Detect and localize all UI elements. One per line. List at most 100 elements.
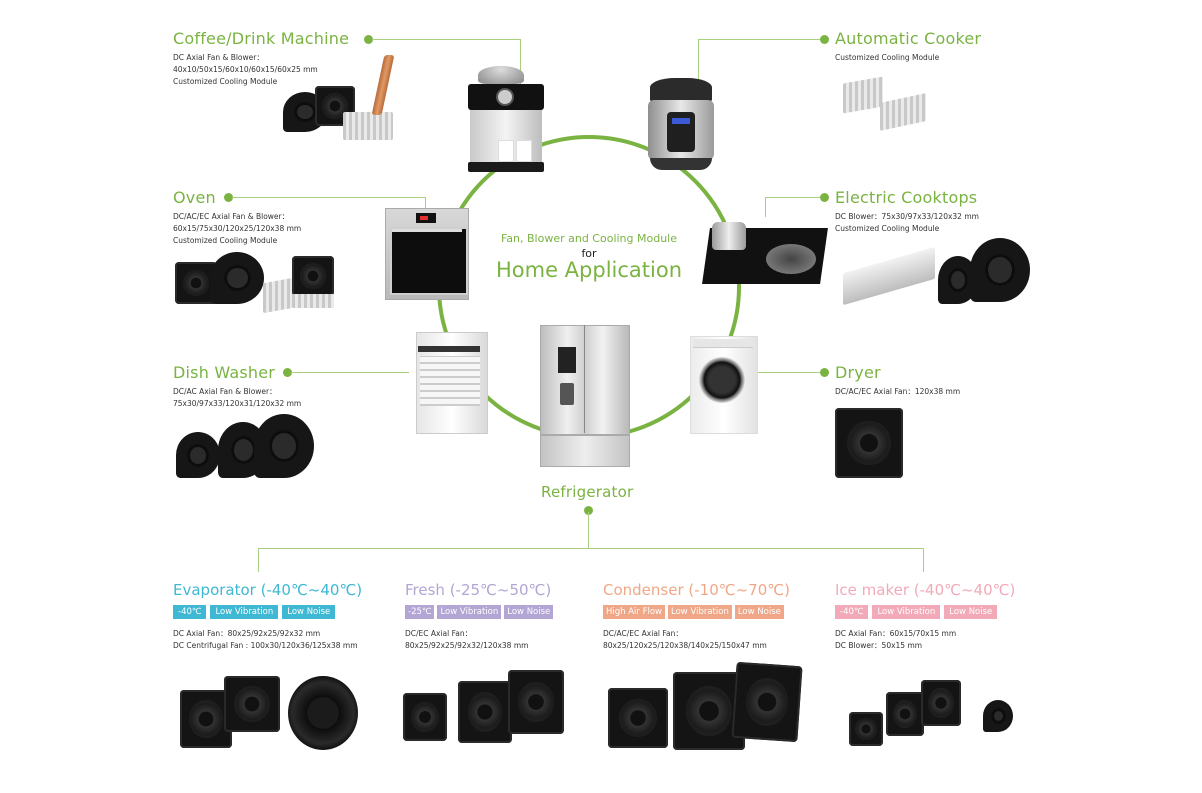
dishwasher-connector-dot <box>283 368 292 377</box>
condenser-fan-80-image <box>608 688 668 748</box>
ice-maker-spec-1: DC Axial Fan：60x15/70x15 mm <box>835 629 957 638</box>
fresh-spec-1: DC/EC Axial Fan： <box>405 629 473 638</box>
cooktops-spec-2: Customized Cooling Module <box>835 224 940 233</box>
evaporator-tag-temperature: -40℃ <box>173 605 207 619</box>
dryer-connector-dot <box>820 368 829 377</box>
ice-maker-blower-image <box>983 700 1013 732</box>
application-dishwasher: Dish Washer DC/AC Axial Fan & Blower： 75… <box>173 364 301 410</box>
fresh-fan-80-image <box>403 693 447 741</box>
evaporator-spec-1: DC Axial Fan：80x25/92x25/92x32 mm <box>173 629 321 638</box>
dryer-spec-1: DC/AC/EC Axial Fan：120x38 mm <box>835 387 961 396</box>
ice-maker-spec-2: DC Blower：50x15 mm <box>835 641 923 650</box>
refrigerator-connector-left-drop <box>258 548 259 572</box>
oven-spec-1: DC/AC/EC Axial Fan & Blower： <box>173 212 290 221</box>
fresh-title: Fresh (-25℃~50℃) <box>405 581 552 599</box>
application-coffee: Coffee/Drink Machine DC Axial Fan & Blow… <box>173 30 349 88</box>
automatic-cooker-image <box>640 78 722 170</box>
evaporator-fan-92-image <box>224 676 280 732</box>
center-title: Home Application <box>495 258 683 282</box>
coffee-spec-3: Customized Cooling Module <box>173 77 278 86</box>
cooktops-blower-large-image <box>970 238 1030 302</box>
oven-cooling-module-image <box>292 256 334 296</box>
cooker-connector-dot <box>820 35 829 44</box>
evaporator-tag-vibration: Low Vibration <box>210 605 279 619</box>
evaporator-fan-80-image <box>180 690 232 748</box>
oven-connector-line <box>232 197 425 198</box>
cooker-connector-line <box>698 39 820 40</box>
coffee-spec-1: DC Axial Fan & Blower： <box>173 53 264 62</box>
oven-title: Oven <box>173 188 216 207</box>
oven-connector-dot <box>224 193 233 202</box>
oven-spec-2: 60x15/75x30/120x25/120x38 mm <box>173 224 302 233</box>
cooker-title: Automatic Cooker <box>835 29 982 48</box>
cooktops-connector-dot <box>820 193 829 202</box>
part-condenser: Condenser (-10℃~70℃) High Air Flow Low V… <box>603 581 790 652</box>
dryer-fan-image <box>835 408 903 478</box>
condenser-fan-150-image <box>731 661 803 743</box>
coffee-connector-drop <box>520 39 521 87</box>
dryer-image <box>690 336 758 434</box>
cooker-spec-1: Customized Cooling Module <box>835 53 940 62</box>
application-dryer: Dryer DC/AC/EC Axial Fan：120x38 mm <box>835 364 960 398</box>
fresh-fan-92-image <box>458 681 512 743</box>
oven-image <box>385 208 469 300</box>
fresh-tag-noise: Low Noise <box>504 605 554 619</box>
oven-spec-3: Customized Cooling Module <box>173 236 278 245</box>
evaporator-title: Evaporator (-40℃~40℃) <box>173 581 363 599</box>
oven-blower-image <box>210 252 264 304</box>
part-fresh: Fresh (-25℃~50℃) -25℃ Low Vibration Low … <box>405 581 554 652</box>
dishwasher-spec-1: DC/AC Axial Fan & Blower： <box>173 387 277 396</box>
fresh-fan-120-image <box>508 670 564 734</box>
dryer-title: Dryer <box>835 363 881 382</box>
fresh-spec-2: 80x25/92x25/92x32/120x38 mm <box>405 641 529 650</box>
condenser-spec-1: DC/AC/EC Axial Fan： <box>603 629 683 638</box>
condenser-spec-2: 80x25/120x25/120x38/140x25/150x47 mm <box>603 641 767 650</box>
ice-maker-title: Ice maker (-40℃~40℃) <box>835 581 1016 599</box>
coffee-spec-2: 40x10/50x15/60x10/60x15/60x25 mm <box>173 65 318 74</box>
center-heading: Fan, Blower and Cooling Module for Home … <box>470 232 708 282</box>
fresh-tag-temperature: -25℃ <box>405 605 435 619</box>
coffee-connector-line <box>372 39 520 40</box>
application-cooktops: Electric Cooktops DC Blower：75x30/97x33/… <box>835 189 979 235</box>
ice-maker-fan-70-small-image <box>886 692 924 736</box>
cooker-connector-drop <box>698 39 699 87</box>
ice-maker-fan-60-image <box>849 712 883 746</box>
oven-connector-drop <box>425 197 426 209</box>
condenser-title: Condenser (-10℃~70℃) <box>603 581 790 599</box>
refrigerator-connector-stem <box>588 512 589 548</box>
part-evaporator: Evaporator (-40℃~40℃) -40℃ Low Vibration… <box>173 581 362 652</box>
refrigerator-title: Refrigerator <box>541 483 634 501</box>
dishwasher-blower-large-image <box>254 414 314 478</box>
refrigerator-image <box>540 325 638 467</box>
cooktops-title: Electric Cooktops <box>835 188 978 207</box>
oven-cooling-base-image <box>292 294 334 308</box>
evaporator-tag-noise: Low Noise <box>282 605 336 619</box>
refrigerator-connector-right-drop <box>923 548 924 572</box>
dishwasher-title: Dish Washer <box>173 363 276 382</box>
refrigerator-connector-bar <box>258 548 924 549</box>
center-subtitle: Fan, Blower and Cooling Module <box>500 232 678 245</box>
coffee-connector-dot <box>364 35 373 44</box>
ice-maker-fan-70-image <box>921 680 961 726</box>
evaporator-spec-2: DC Centrifugal Fan : 100x30/120x36/125x3… <box>173 641 358 650</box>
coffee-fan-image <box>315 86 355 126</box>
coffee-machine-image <box>468 66 544 172</box>
dishwasher-blower-small-image <box>176 432 220 478</box>
coffee-heatpipe-module-image <box>343 112 393 140</box>
condenser-tag-airflow: High Air Flow <box>603 605 666 619</box>
application-cooker: Automatic Cooker Customized Cooling Modu… <box>835 30 981 64</box>
electric-cooktop-image <box>700 222 830 290</box>
application-oven: Oven DC/AC/EC Axial Fan & Blower： 60x15/… <box>173 189 301 247</box>
evaporator-centrifugal-fan-image <box>288 676 358 750</box>
ice-maker-tag-vibration: Low Vibration <box>872 605 941 619</box>
cooktops-connector-drop <box>765 197 766 217</box>
condenser-tag-vibration: Low Vibration <box>668 605 732 619</box>
cooktops-connector-line <box>765 197 820 198</box>
part-ice-maker: Ice maker (-40℃~40℃) -40℃ Low Vibration … <box>835 581 1015 652</box>
coffee-title: Coffee/Drink Machine <box>173 29 350 48</box>
ice-maker-tag-noise: Low Noise <box>944 605 998 619</box>
condenser-tag-noise: Low Noise <box>734 605 784 619</box>
ice-maker-tag-temperature: -40℃ <box>835 605 869 619</box>
cooktops-spec-1: DC Blower：75x30/97x33/120x32 mm <box>835 212 979 221</box>
refrigerator-connector-dot <box>584 506 593 515</box>
